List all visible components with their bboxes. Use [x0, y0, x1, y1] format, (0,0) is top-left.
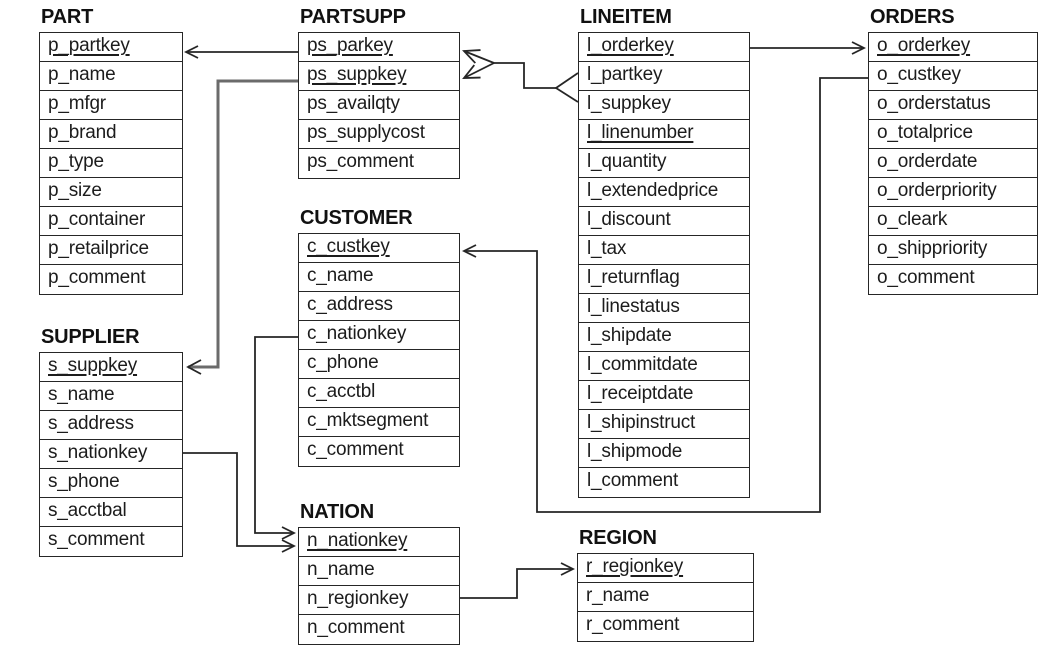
table-title: LINEITEM	[580, 6, 672, 28]
column-o_comment: o_comment	[877, 267, 975, 288]
column-p_retailprice: p_retailprice	[40, 236, 182, 265]
column-l_linenumber: l_linenumber	[579, 120, 749, 149]
column-n_comment: n_comment	[307, 617, 405, 638]
column-l_partkey: l_partkey	[579, 62, 749, 91]
column-o_orderdate: o_orderdate	[869, 149, 1037, 178]
column-s_name: s_name	[40, 382, 182, 411]
relationship-orders-customer-line	[464, 77, 868, 513]
column-c_comment: c_comment	[307, 439, 404, 460]
column-r_name: r_name	[578, 583, 753, 612]
column-s_acctbal: s_acctbal	[40, 498, 182, 527]
column-s_address: s_address	[40, 411, 182, 440]
column-n_nationkey: n_nationkey	[299, 528, 459, 557]
table-title: REGION	[579, 527, 657, 549]
column-c_custkey: c_custkey	[299, 234, 459, 263]
column-o_totalprice: o_totalprice	[869, 120, 1037, 149]
column-l_commitdate: l_commitdate	[579, 352, 749, 381]
relationship-lineitem-partsupp-crowsfoot	[554, 72, 579, 103]
column-p_name: p_name	[40, 62, 182, 91]
column-s_nationkey: s_nationkey	[40, 440, 182, 469]
column-c_name: c_name	[299, 263, 459, 292]
table-title: PART	[41, 6, 94, 28]
column-l_comment: l_comment	[587, 470, 679, 491]
relationship-lineitem-ps-parkey-arrow	[464, 51, 495, 64]
table-title: PARTSUPP	[300, 6, 406, 28]
column-c_address: c_address	[299, 292, 459, 321]
column-n_regionkey: n_regionkey	[299, 586, 459, 615]
column-s_suppkey: s_suppkey	[40, 353, 182, 382]
column-r_regionkey: r_regionkey	[578, 554, 753, 583]
column-o_orderstatus: o_orderstatus	[869, 91, 1037, 120]
column-l_suppkey: l_suppkey	[579, 91, 749, 120]
column-c_mktsegment: c_mktsegment	[299, 408, 459, 437]
column-o_shippriority: o_shippriority	[869, 236, 1037, 265]
column-c_nationkey: c_nationkey	[299, 321, 459, 350]
column-p_comment: p_comment	[48, 267, 146, 288]
column-ps_comment: ps_comment	[307, 151, 414, 172]
column-o_orderpriority: o_orderpriority	[869, 178, 1037, 207]
column-l_receiptdate: l_receiptdate	[579, 381, 749, 410]
table-title: NATION	[300, 501, 374, 523]
column-p_partkey: p_partkey	[40, 33, 182, 62]
column-ps_supplycost: ps_supplycost	[299, 120, 459, 149]
column-p_size: p_size	[40, 178, 182, 207]
column-c_acctbl: c_acctbl	[299, 379, 459, 408]
column-p_container: p_container	[40, 207, 182, 236]
column-p_mfgr: p_mfgr	[40, 91, 182, 120]
column-l_tax: l_tax	[579, 236, 749, 265]
column-l_discount: l_discount	[579, 207, 749, 236]
column-l_orderkey: l_orderkey	[579, 33, 749, 62]
column-l_shipinstruct: l_shipinstruct	[579, 410, 749, 439]
column-l_returnflag: l_returnflag	[579, 265, 749, 294]
column-o_orderkey: o_orderkey	[869, 33, 1037, 62]
table-title: SUPPLIER	[41, 326, 140, 348]
relationship-partsupp-supplier-line	[186, 79, 298, 375]
column-s_comment: s_comment	[48, 529, 145, 550]
table-title: ORDERS	[870, 6, 955, 28]
table-title: CUSTOMER	[300, 207, 413, 229]
column-o_cleark: o_cleark	[869, 207, 1037, 236]
column-l_shipmode: l_shipmode	[579, 439, 749, 468]
column-r_comment: r_comment	[586, 614, 680, 635]
column-o_custkey: o_custkey	[869, 62, 1037, 91]
column-ps_suppkey: ps_suppkey	[299, 62, 459, 91]
relationship-customer-nation-line	[254, 336, 298, 533]
column-p_type: p_type	[40, 149, 182, 178]
column-l_shipdate: l_shipdate	[579, 323, 749, 352]
relationship-nation-region-line	[460, 569, 573, 599]
column-ps_availqty: ps_availqty	[299, 91, 459, 120]
column-s_phone: s_phone	[40, 469, 182, 498]
column-ps_parkey: ps_parkey	[299, 33, 459, 62]
column-l_extendedprice: l_extendedprice	[579, 178, 749, 207]
column-c_phone: c_phone	[299, 350, 459, 379]
column-l_linestatus: l_linestatus	[579, 294, 749, 323]
relationship-lineitem-ps-suppkey-arrow	[464, 62, 495, 78]
relationship-lineitem-partsupp-line	[494, 62, 556, 89]
relationship-supplier-nation-line	[182, 452, 294, 546]
column-n_name: n_name	[299, 557, 459, 586]
column-l_quantity: l_quantity	[579, 149, 749, 178]
column-p_brand: p_brand	[40, 120, 182, 149]
